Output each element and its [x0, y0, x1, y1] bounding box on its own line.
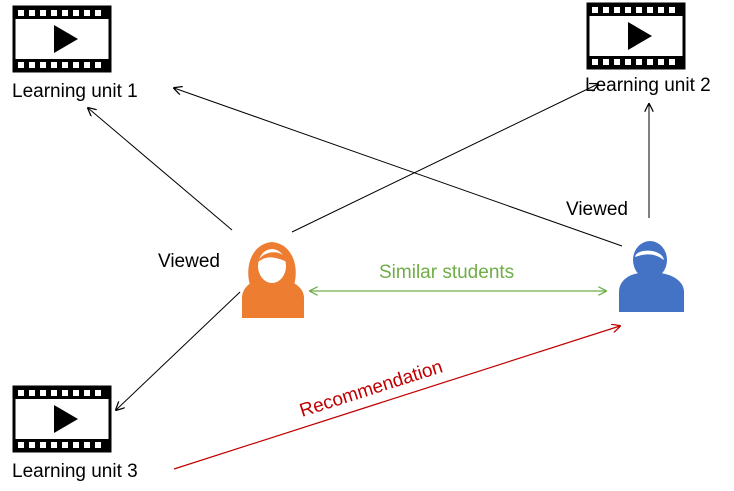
- learning-unit-1: Learning unit 1: [12, 5, 138, 102]
- arrow-male-to-unit1: [174, 88, 623, 247]
- arrow-female-to-unit1: [88, 108, 233, 231]
- female-student-icon: [242, 242, 304, 318]
- video-play-icon: [12, 385, 112, 453]
- learning-unit-2-label: Learning unit 2: [585, 75, 711, 96]
- learning-unit-1-label: Learning unit 1: [12, 81, 138, 102]
- arrow-female-to-unit2: [291, 84, 598, 233]
- similar-students-label: Similar students: [379, 262, 514, 283]
- recommendation-arrow: [173, 326, 620, 470]
- arrow-female-to-unit3: [116, 291, 241, 410]
- learning-unit-3-label: Learning unit 3: [12, 461, 138, 482]
- male-student-icon: [619, 241, 684, 312]
- viewed-label-female: Viewed: [158, 251, 220, 272]
- video-play-icon: [586, 2, 686, 70]
- learning-unit-2: Learning unit 2: [585, 2, 711, 96]
- video-play-icon: [12, 5, 112, 73]
- viewed-label-male: Viewed: [566, 199, 628, 220]
- learning-unit-3: Learning unit 3: [12, 385, 138, 482]
